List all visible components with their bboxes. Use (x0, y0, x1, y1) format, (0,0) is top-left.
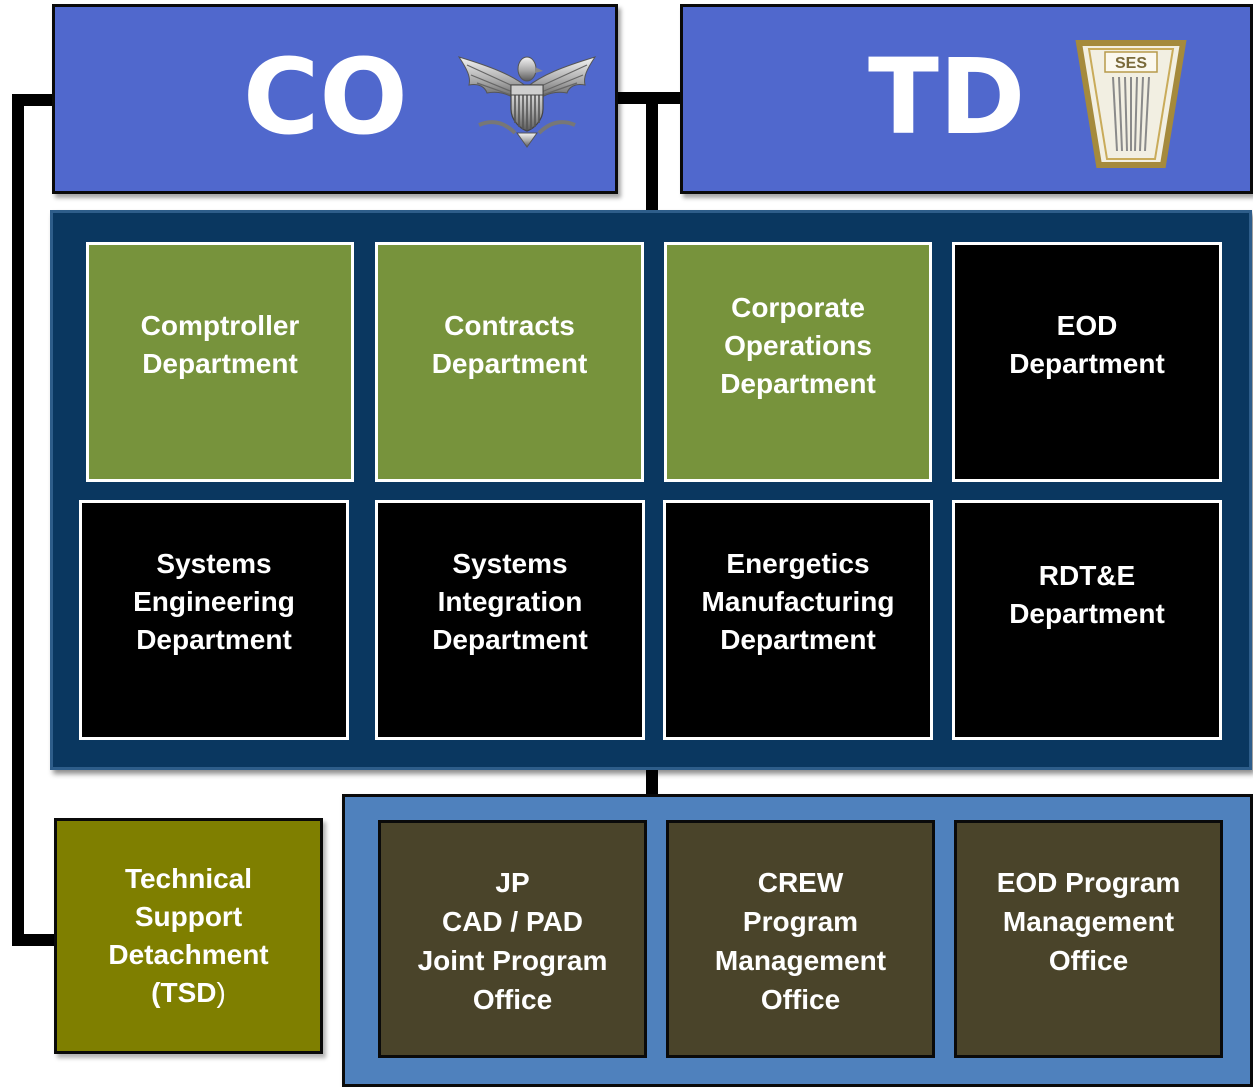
dept-line: Department (720, 624, 876, 655)
dept-line: Energetics (726, 548, 870, 579)
dept-line: RDT&E (1038, 560, 1136, 591)
connector-center-bottom (646, 766, 658, 798)
connector-top-left (12, 94, 56, 106)
tsd-line: Technical (124, 863, 253, 894)
dept-line: Contracts (444, 310, 575, 341)
dept-line: Department (720, 368, 876, 399)
connector-left-vertical (12, 94, 24, 946)
dept-line: Department (431, 348, 588, 379)
dept-line: Department (142, 348, 298, 379)
tsd-line: Detachment (108, 939, 269, 970)
pmo-line: JP (495, 867, 530, 898)
pmo-line: EOD Program (996, 867, 1181, 898)
dept-eod[interactable]: EOD Department (952, 242, 1222, 482)
pmo-line: Office (1048, 945, 1129, 976)
dept-line: Integration (437, 586, 583, 617)
dept-line: Department (432, 624, 588, 655)
pmo-eod-program[interactable]: EOD Program Management Office (954, 820, 1223, 1058)
pmo-line: CREW (757, 867, 844, 898)
pmo-jp-cad-pad[interactable]: JP CAD / PAD Joint Program Office (378, 820, 647, 1058)
dept-line: Systems (452, 548, 568, 579)
tsd-box[interactable]: Technical Support Detachment (TSD) (54, 818, 323, 1054)
pmo-crew[interactable]: CREW Program Management Office (666, 820, 935, 1058)
dept-line: Corporate (731, 292, 865, 323)
ses-insignia-icon: SES (1075, 40, 1187, 168)
td-label: TD (868, 36, 1026, 158)
tsd-line: (TSD (151, 977, 217, 1008)
co-label: CO (243, 36, 408, 158)
pmo-line: Office (760, 984, 841, 1015)
dept-line: Engineering (133, 586, 295, 617)
dept-rdte[interactable]: RDT&E Department (952, 500, 1222, 740)
connector-bottom-left (12, 934, 56, 946)
tsd-paren: ) (216, 977, 226, 1008)
dept-line: Department (136, 624, 292, 655)
dept-line: Operations (724, 330, 872, 361)
dept-line: Systems (156, 548, 272, 579)
pmo-line: Program (742, 906, 859, 937)
dept-line: Department (1009, 348, 1165, 379)
pmo-line: CAD / PAD (441, 906, 584, 937)
dept-line: Comptroller (140, 310, 300, 341)
pmo-line: Management (714, 945, 887, 976)
pmo-line: Management (1002, 906, 1175, 937)
dept-line: EOD (1056, 310, 1118, 341)
eagle-insignia-icon (457, 56, 597, 148)
co-header-box: CO (52, 4, 618, 194)
tsd-line: Support (134, 901, 243, 932)
ses-insignia-text: SES (1115, 55, 1147, 72)
connector-center-top (646, 92, 658, 214)
pmo-line: Office (472, 984, 553, 1015)
pmo-line: Joint Program (417, 945, 608, 976)
dept-line: Department (1009, 598, 1165, 629)
td-header-box: TD SES (680, 4, 1253, 194)
dept-line: Manufacturing (701, 586, 895, 617)
